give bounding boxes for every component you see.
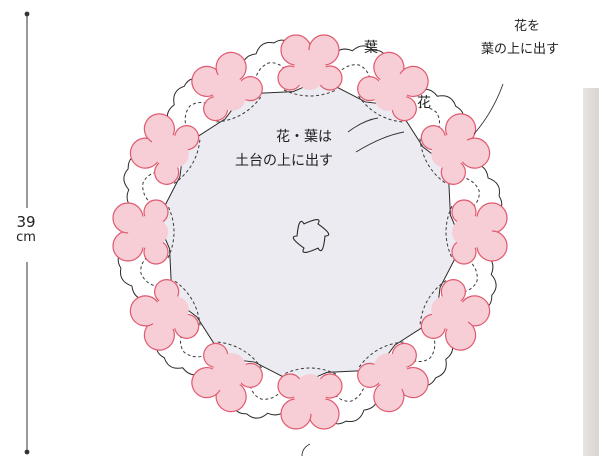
leader-flower-leaf-on-base-1 [347,117,379,133]
flower-motif [191,51,263,123]
flower-motif [419,279,491,351]
flower-center [294,50,326,90]
flower-motif [277,367,343,430]
flower-center [373,353,409,392]
flower-motif [445,199,508,265]
flower-motif [419,113,491,185]
flower-center [128,216,168,248]
leader-lines [301,83,504,457]
dimension-bottom-dot [24,449,30,455]
label-flower-leaf-line2: 土台の上に出す [235,153,333,169]
leader-bottom [301,443,311,457]
flower-center [452,216,492,248]
dimension-label: 39 cm [6,213,46,245]
label-leaf: 葉 [364,40,378,56]
flower-center [211,72,247,111]
flower-center [150,295,189,331]
flower-motif [129,279,201,351]
flower-motif [277,34,343,97]
dimension-top-dot [24,11,30,17]
dimension-value: 39 [16,213,36,231]
flower-center [211,353,247,392]
flower-center [431,133,470,169]
flower-motif [357,341,429,413]
flower-motif [112,199,175,265]
flower-center [150,133,189,169]
flower-motif [357,51,429,123]
photo-edge [583,88,599,456]
flower-center [431,295,470,331]
label-flower-leaf-line1: 花・葉は [276,129,332,145]
leader-flower-leaf-on-base-2 [355,131,405,153]
leader-flower-on-leaf [473,83,504,135]
dimension-unit: cm [16,229,36,245]
flower-motif [191,341,263,413]
dimension-line [24,11,30,455]
flower-motif [129,113,201,185]
label-flower-over-leaf-line1: 花を [514,19,541,34]
flowers-layer [112,34,508,430]
label-flower: 花 [417,95,431,111]
label-flower-over-leaf-line2: 葉の上に出す [481,42,560,57]
flower-center [294,374,326,414]
flower-center [373,72,409,111]
center-flower-motif [292,219,330,253]
